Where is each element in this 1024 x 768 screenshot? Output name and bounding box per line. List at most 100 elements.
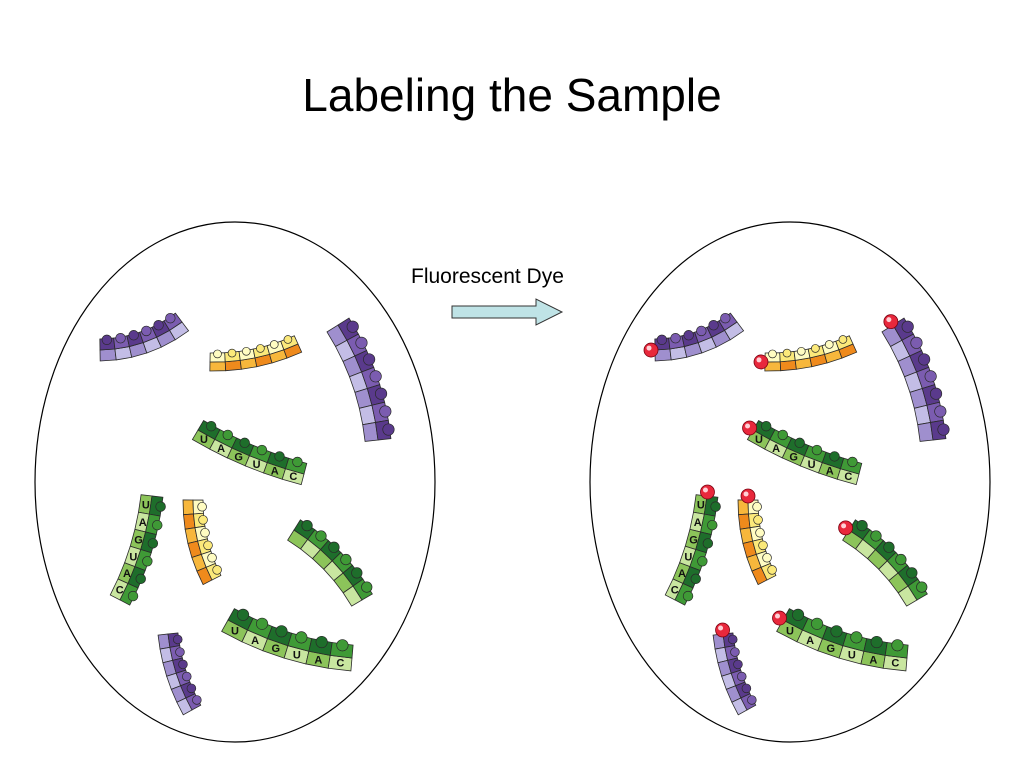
nucleotide-bump xyxy=(829,451,840,462)
dye-arrow xyxy=(451,298,564,326)
labeled-sample-ellipse xyxy=(589,221,991,743)
nucleotide-bump xyxy=(901,320,914,333)
nucleotide-bump xyxy=(690,573,701,585)
nucleotide-bump xyxy=(707,519,718,531)
nucleotide-top-face xyxy=(183,513,196,530)
nucleotide-bump xyxy=(315,530,327,542)
base-letter: A xyxy=(772,443,780,455)
nucleotide-bump xyxy=(153,320,164,331)
nucleotide-bump xyxy=(856,519,868,532)
labeled-strand-s1 xyxy=(643,312,745,362)
nucleotide-bump xyxy=(355,336,368,349)
fluorescent-dye-tag xyxy=(838,520,854,536)
base-letter: U xyxy=(808,459,816,471)
nucleotide-bump xyxy=(213,349,222,359)
base-letter: U xyxy=(848,649,856,661)
fluorescent-dye-tag xyxy=(753,354,769,370)
labeled-strand-s3 xyxy=(881,314,950,442)
unlabeled-strand-s3 xyxy=(326,317,395,442)
nucleotide-bump xyxy=(336,639,349,652)
base-letter: A xyxy=(251,635,259,647)
nucleotide-bump xyxy=(178,659,188,670)
dye-highlight xyxy=(775,613,781,619)
nucleotide-bump xyxy=(127,590,139,602)
nucleotide-bump xyxy=(315,635,328,649)
base-letter: U xyxy=(200,434,208,446)
nucleotide-bump xyxy=(379,405,392,418)
base-letter: U xyxy=(253,459,261,471)
nucleotide-top-face xyxy=(99,348,117,362)
base-letter: A xyxy=(314,654,322,666)
nucleotide-bump xyxy=(135,573,146,585)
nucleotide-bump xyxy=(670,333,681,344)
nucleotide-bump xyxy=(762,552,772,563)
nucleotide-bump xyxy=(128,330,139,341)
unlabeled-strand-s8 xyxy=(157,632,202,716)
nucleotide-bump xyxy=(696,325,707,337)
nucleotide-top-face xyxy=(209,361,227,372)
nucleotide-bump xyxy=(182,671,192,682)
nucleotide-bump xyxy=(186,683,197,694)
nucleotide-bump xyxy=(115,333,126,344)
nucleotide-bump xyxy=(346,320,359,333)
nucleotide-bump xyxy=(870,530,882,542)
fluorescent-dye-tag xyxy=(883,314,899,330)
base-letter: A xyxy=(139,517,147,529)
dye-highlight xyxy=(718,625,724,631)
nucleotide-bump xyxy=(239,437,250,449)
nucleotide-bump xyxy=(197,501,207,512)
base-letter: C xyxy=(336,658,344,670)
nucleotide-bump xyxy=(708,320,719,331)
nucleotide-bump xyxy=(895,553,907,566)
nucleotide-bump xyxy=(811,344,820,353)
nucleotide-top-face xyxy=(738,513,751,530)
arrow-label: Fluorescent Dye xyxy=(411,265,564,288)
nucleotide-bump xyxy=(242,346,251,356)
fluorescent-dye-tag xyxy=(700,484,715,500)
labeled-strand-s6 xyxy=(737,488,777,586)
nucleotide-bump xyxy=(155,501,166,512)
nucleotide-bump xyxy=(760,420,772,432)
nucleotide-bump xyxy=(767,565,777,575)
nucleotide-bump xyxy=(883,541,895,553)
base-letter: U xyxy=(786,625,794,637)
base-letter: U xyxy=(142,499,150,511)
nucleotide-bump xyxy=(847,456,858,468)
base-letter: A xyxy=(869,654,877,666)
nucleotide-bump xyxy=(755,527,765,538)
nucleotide-bump xyxy=(937,423,950,436)
base-letter: G xyxy=(826,643,835,655)
base-letter: G xyxy=(689,534,698,546)
nucleotide-bump xyxy=(152,519,163,531)
base-letter: A xyxy=(217,443,225,455)
nucleotide-top-face xyxy=(224,359,242,372)
nucleotide-bump xyxy=(929,387,943,400)
nucleotide-bump xyxy=(794,437,805,449)
nucleotide-bump xyxy=(811,617,824,630)
nucleotide-bump xyxy=(924,370,937,383)
dye-highlight xyxy=(646,345,652,351)
fluorescent-dye-tag xyxy=(742,420,757,436)
nucleotide-bump xyxy=(870,635,883,649)
nucleotide-bump xyxy=(340,553,352,566)
nucleotide-bump xyxy=(682,590,694,602)
nucleotide-bump xyxy=(274,451,285,462)
nucleotide-bump xyxy=(791,608,805,621)
nucleotide-bump xyxy=(269,340,279,349)
nucleotide-bump xyxy=(212,565,222,575)
nucleotide-bump xyxy=(361,581,373,593)
nucleotide-bump xyxy=(256,444,268,456)
base-letter: A xyxy=(826,465,834,477)
base-letter: A xyxy=(678,568,686,580)
nucleotide-bump xyxy=(236,608,250,621)
fluorescent-dye-tag xyxy=(643,342,659,358)
base-letter: G xyxy=(134,534,143,546)
nucleotide-top-face xyxy=(779,359,797,372)
unlabeled-strand-s2 xyxy=(209,335,303,372)
